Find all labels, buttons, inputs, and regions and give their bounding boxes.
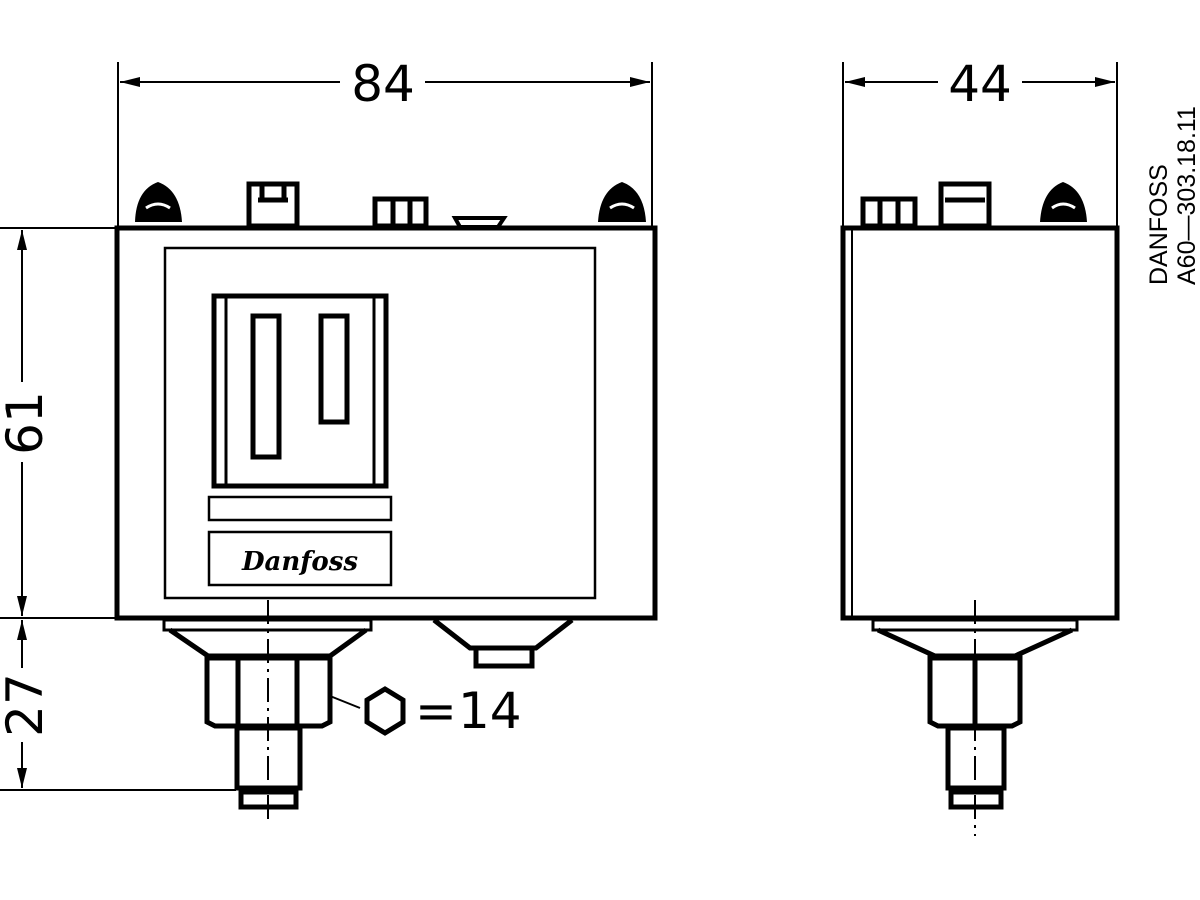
terminal-block — [372, 196, 429, 229]
dimension-84 — [117, 62, 653, 226]
logo-plate — [207, 530, 393, 587]
hex-leader — [329, 695, 361, 709]
dim-61-label: 61 — [0, 391, 54, 455]
dimension-44 — [842, 62, 1118, 226]
dim-27-label: 27 — [0, 673, 54, 737]
dimension-61-27 — [0, 227, 236, 791]
capillary-outlet — [432, 618, 574, 669]
scale-window — [211, 293, 389, 489]
hex-size-label: 14 — [458, 682, 522, 740]
range-slot — [250, 313, 282, 460]
housing — [114, 225, 658, 621]
drawing-code: A60—303.18.11 — [1173, 106, 1200, 285]
mounting-screw-right — [598, 182, 646, 222]
front-view — [0, 62, 658, 820]
maker-label: DANFOSS — [1145, 164, 1173, 285]
dim-84-label: 84 — [351, 55, 415, 113]
danfoss-logo: Danfoss — [241, 547, 358, 577]
terminal-block-side — [860, 196, 918, 229]
mounting-screw-side — [1040, 182, 1087, 222]
hex-equals: = — [415, 682, 457, 740]
dim-44-label: 44 — [948, 55, 1012, 113]
mounting-screw-left — [135, 182, 182, 222]
setting-spindle — [246, 181, 300, 229]
differential-slot — [318, 313, 350, 425]
housing-side — [840, 225, 1120, 621]
front-panel — [163, 246, 597, 600]
label-strip — [207, 495, 393, 522]
side-view — [840, 62, 1120, 836]
hex-icon — [364, 686, 406, 736]
setting-spindle-side — [938, 181, 992, 229]
